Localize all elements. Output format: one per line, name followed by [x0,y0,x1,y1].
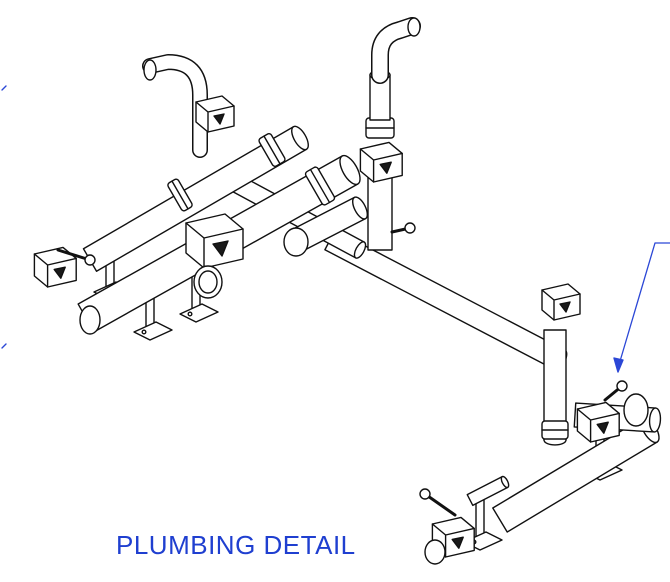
upper-manifold-end-coupling-seam [263,135,281,165]
left-elbow-thread [143,59,157,81]
left-edge-tick-bottom [1,343,7,349]
left-support-bracket-foot [133,321,173,341]
lower-tee-valve-edges [185,222,244,269]
lower-left-manifold-pipe-end [339,154,361,186]
bottom-ball-valve-handle-knob [419,488,431,500]
right-top-valve-edges [541,289,581,321]
left-edge-tick-top [1,85,7,91]
mid-support-bracket-foot [179,303,219,323]
lower-tee-valve-dark-face [212,240,229,257]
bottom-ball-valve-port [424,539,446,565]
right-ball-valve [576,401,620,443]
left-elbow-fill [143,55,207,157]
center-riser-valve-edges [359,148,403,183]
upper-back-valve-dark-face [213,113,225,125]
back-connector-pipe-end [353,241,367,259]
upper-manifold-coupling-seam [171,180,189,210]
lower-manifold-cap [79,305,101,335]
leader-arrowhead [613,357,624,373]
right-ball-valve-port [623,393,649,427]
upper-left-manifold-pipe-end [291,125,309,151]
plumbing-detail-caption: PLUMBING DETAIL [116,530,356,560]
right-ball-valve-handle-knob [616,380,628,392]
upper-back-valve [195,95,235,133]
lower-tee-outlet-bore [198,270,218,294]
left-ball-valve [33,246,77,288]
right-ball-valve-dark-face [596,421,609,434]
bottom-ball-valve-dark-face [451,536,464,549]
right-top-valve [541,283,581,321]
lower-tee-valve [185,213,244,269]
left-ball-valve-handle-knob [84,254,96,266]
upper-back-valve-edges [195,101,235,133]
center-riser-valve [359,141,403,183]
center-elbow-fill [372,18,420,83]
leader-line [617,242,670,369]
bottom-ball-valve-handle [423,492,457,517]
bottom-small-branch-end [500,475,510,489]
lower-support-bracket [475,495,485,541]
center-riser-valve-dark-face [379,161,392,174]
right-cross-pipe-end [648,407,662,433]
center-branch-outlet [283,227,309,257]
left-ball-valve-edges [33,253,77,288]
center-elbow-thread [407,17,421,37]
center-drain-handle-knob [404,222,416,234]
right-lower-manifold-pipe [492,417,658,533]
right-ball-valve-edges [576,408,620,443]
left-ball-valve-dark-face [53,266,66,279]
mid-support-bracket-bolt [187,311,193,317]
left-support-bracket-bolt [141,329,147,335]
center-branch-pipe-end [351,196,369,220]
right-top-valve-dark-face [559,301,571,313]
lower-manifold-coupling-seam [309,168,331,204]
